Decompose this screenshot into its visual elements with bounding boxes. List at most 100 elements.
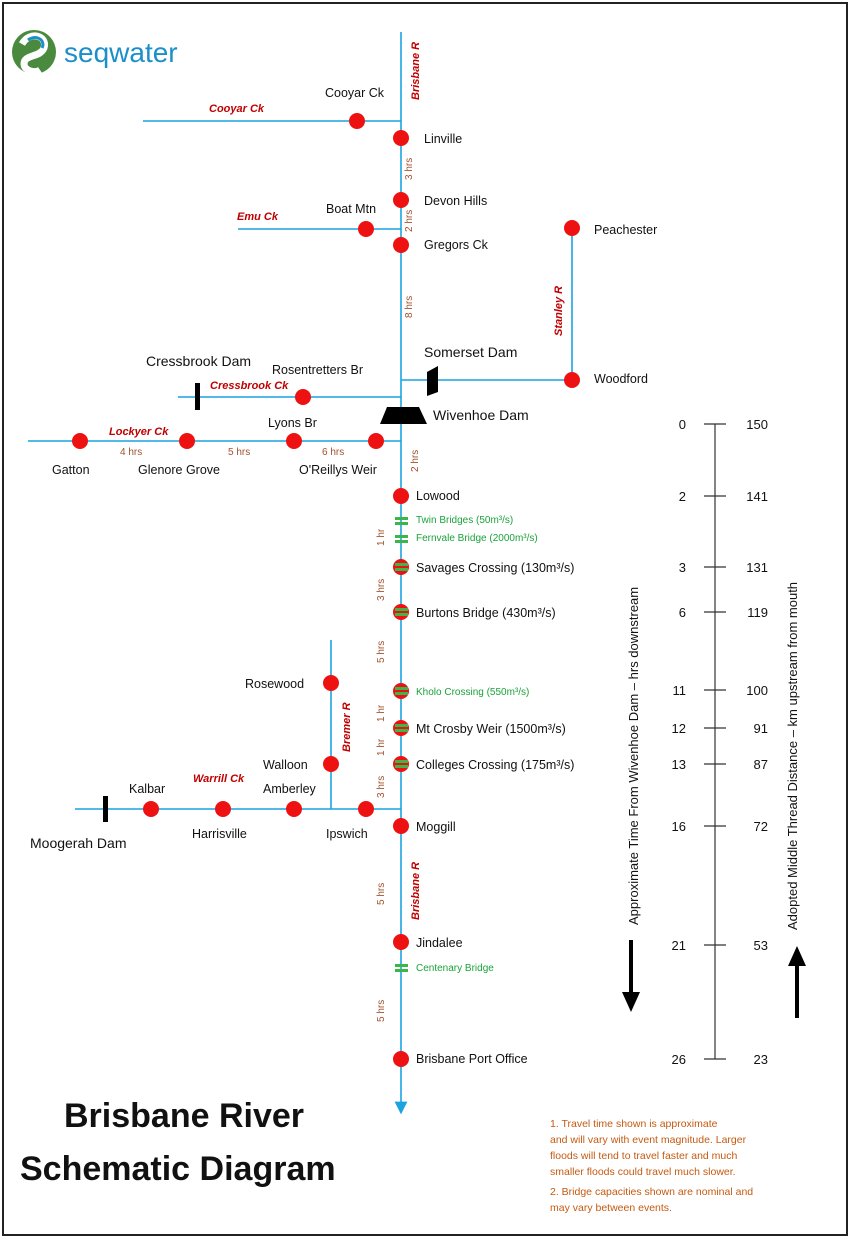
gauge-savages-crossing [393, 559, 409, 575]
scale-hrs-value: 2 [679, 489, 686, 504]
gauge-brisbane-port-office [393, 1051, 409, 1067]
scale-km-value: 53 [754, 938, 768, 953]
up-arrow-icon [788, 946, 806, 1018]
gauge-markers [72, 113, 580, 1067]
scale-hrs-value: 13 [672, 757, 686, 772]
label-rosentretters-br: Rosentretters Br [272, 363, 363, 377]
label-oreillys-weir: O'Reillys Weir [299, 463, 377, 477]
scale-hrs-value: 6 [679, 605, 686, 620]
label-cooyar-ck: Cooyar Ck [325, 86, 385, 100]
label-centenary-bridge: Centenary Bridge [416, 963, 494, 974]
note-line-6: may vary between events. [550, 1202, 672, 1214]
label-kalbar: Kalbar [129, 782, 165, 796]
label-boat-mtn: Boat Mtn [326, 202, 376, 216]
centenary-bridge-icon [395, 964, 408, 972]
gauge-walloon [323, 756, 339, 772]
moogerah-dam-icon [103, 796, 108, 822]
scale-km-value: 23 [754, 1052, 768, 1067]
gauge-ipswich [358, 801, 374, 817]
colleges-bridge-icon [395, 760, 408, 768]
savages-bridge-icon [395, 563, 408, 571]
river-label-cooyar: Cooyar Ck [209, 103, 265, 115]
time-lyons-oreillys: 6 hrs [322, 447, 344, 458]
scale-hrs-value: 3 [679, 560, 686, 575]
time-mtcrosby-colleges: 1 hr [376, 738, 387, 756]
river-label-cressbrook: Cressbrook Ck [210, 380, 289, 392]
gauge-kalbar [143, 801, 159, 817]
gauge-devon-hills [393, 192, 409, 208]
label-harrisville: Harrisville [192, 827, 247, 841]
twin-bridges-icon [395, 517, 408, 525]
label-lowood: Lowood [416, 489, 460, 503]
label-fernvale-bridge: Fernvale Bridge (2000m³/s) [416, 533, 538, 544]
time-devon-gregors: 2 hrs [404, 210, 415, 232]
label-linville: Linville [424, 132, 462, 146]
river-label-brisbane-lower: Brisbane R [410, 862, 422, 920]
scale-hrs-value: 0 [679, 417, 686, 432]
note-line-1: 1. Travel time shown is approximate [550, 1118, 718, 1130]
dam-label-cressbrook: Cressbrook Dam [146, 353, 251, 369]
gauge-colleges-crossing [393, 756, 409, 772]
label-jindalee: Jindalee [416, 936, 463, 950]
river-label-lockyer: Lockyer Ck [109, 426, 169, 438]
label-devon-hills: Devon Hills [424, 194, 487, 208]
label-kholo-crossing: Kholo Crossing (550m³/s) [416, 687, 529, 698]
dam-label-moogerah: Moogerah Dam [30, 835, 127, 851]
scale-km-value: 119 [747, 605, 768, 620]
notes: 1. Travel time shown is approximate and … [550, 1118, 753, 1214]
time-moggill-jindalee: 5 hrs [376, 883, 387, 905]
time-savages-burtons: 3 hrs [376, 579, 387, 601]
dams [103, 366, 438, 822]
label-gregors-ck: Gregors Ck [424, 238, 489, 252]
somerset-dam-icon [427, 366, 438, 396]
label-port-office: Brisbane Port Office [416, 1052, 528, 1066]
scale-km-value: 141 [746, 489, 768, 504]
gauge-mt-crosby-weir [393, 720, 409, 736]
scale-hrs-value: 12 [672, 721, 686, 736]
label-walloon: Walloon [263, 758, 308, 772]
left-axis-label: Approximate Time From Wivenhoe Dam – hrs… [626, 587, 641, 925]
wivenhoe-dam-icon [380, 407, 427, 424]
label-ipswich: Ipswich [326, 827, 368, 841]
label-gatton: Gatton [52, 463, 90, 477]
scale-km-value: 91 [754, 721, 768, 736]
note-line-2: and will vary with event magnitude. Larg… [550, 1134, 747, 1146]
title-line-1: Brisbane River [64, 1097, 304, 1135]
time-linville-devon: 3 hrs [404, 158, 415, 180]
time-lowood-savages: 1 hr [376, 528, 387, 546]
river-label-warrill: Warrill Ck [193, 773, 245, 785]
scale-hrs-value: 11 [673, 683, 687, 698]
label-savages: Savages Crossing (130m³/s) [416, 561, 574, 575]
gauge-burtons-bridge [393, 604, 409, 620]
time-gatton-glenore: 4 hrs [120, 447, 142, 458]
label-rosewood: Rosewood [245, 677, 304, 691]
logo-text: seqwater [64, 37, 178, 68]
note-line-3: floods will tend to travel faster and mu… [550, 1150, 738, 1162]
note-line-5: 2. Bridge capacities shown are nominal a… [550, 1186, 753, 1198]
gauge-moggill [393, 818, 409, 834]
gauge-lyons-br [286, 433, 302, 449]
gauge-harrisville [215, 801, 231, 817]
gauge-linville [393, 130, 409, 146]
scale-km-value: 100 [746, 683, 768, 698]
bridge-markers [395, 517, 408, 972]
note-line-4: smaller floods could travel much slower. [550, 1166, 736, 1178]
dam-label-somerset: Somerset Dam [424, 344, 517, 360]
river-label-brisbane-top: Brisbane R [410, 42, 422, 100]
gauge-jindalee [393, 934, 409, 950]
label-twin-bridges: Twin Bridges (50m³/s) [416, 515, 513, 526]
time-burtons-kholo: 5 hrs [376, 641, 387, 663]
scale-hrs-value: 26 [672, 1052, 686, 1067]
right-axis-label: Adopted Middle Thread Distance – km upst… [785, 582, 800, 930]
gauge-boat-mtn [358, 221, 374, 237]
label-lyons-br: Lyons Br [268, 416, 317, 430]
seqwater-logo: seqwater [12, 30, 178, 76]
label-peachester: Peachester [594, 223, 657, 237]
mt-crosby-bridge-icon [395, 724, 408, 732]
title-line-2: Schematic Diagram [20, 1150, 336, 1188]
gauge-woodford [564, 372, 580, 388]
